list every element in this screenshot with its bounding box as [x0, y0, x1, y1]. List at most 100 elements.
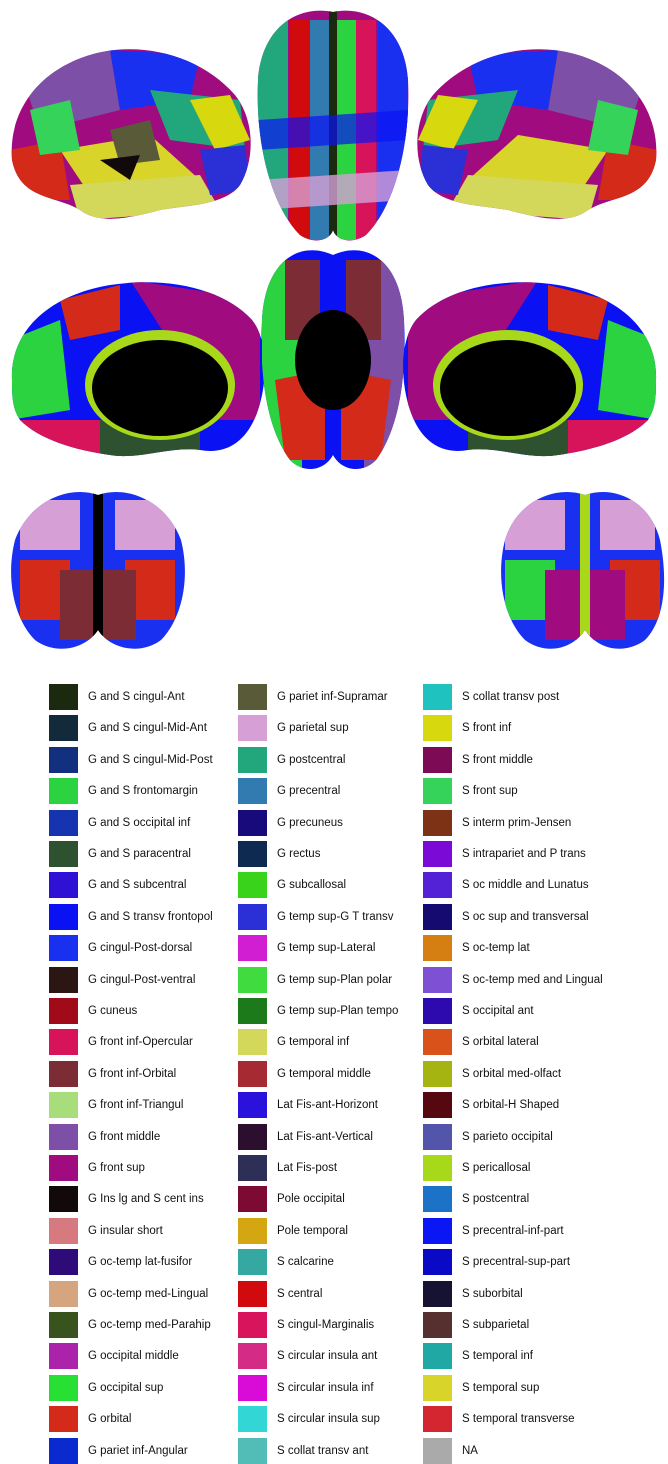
legend-swatch — [423, 904, 452, 930]
legend-swatch — [49, 747, 78, 773]
legend-label: G oc-temp med-Parahip — [88, 1318, 211, 1332]
legend-swatch — [238, 1155, 267, 1181]
legend-label: S cingul-Marginalis — [277, 1318, 374, 1332]
legend-swatch — [423, 1218, 452, 1244]
legend-swatch — [238, 935, 267, 961]
legend-item: G temporal inf — [238, 1029, 438, 1055]
legend-label: Lat Fis-post — [277, 1161, 337, 1175]
legend-item: S suborbital — [423, 1281, 623, 1307]
legend-label: G and S cingul-Mid-Ant — [88, 721, 207, 735]
legend-item: G cingul-Post-ventral — [49, 967, 249, 993]
legend-label: G temporal middle — [277, 1067, 371, 1081]
legend-label: S parieto occipital — [462, 1130, 553, 1144]
legend-swatch — [238, 1312, 267, 1338]
legend-swatch — [49, 1092, 78, 1118]
legend-label: G and S cingul-Ant — [88, 690, 185, 704]
legend-item: S circular insula sup — [238, 1406, 438, 1432]
legend-swatch — [423, 1186, 452, 1212]
legend-label: S front sup — [462, 784, 518, 798]
legend-label: G subcallosal — [277, 878, 346, 892]
legend-label: G temporal inf — [277, 1035, 349, 1049]
legend-label: Lat Fis-ant-Vertical — [277, 1130, 373, 1144]
legend-swatch — [238, 872, 267, 898]
legend-item: Lat Fis-post — [238, 1155, 438, 1181]
legend-item: S front sup — [423, 778, 623, 804]
legend-item: G front inf-Orbital — [49, 1061, 249, 1087]
legend-label: G front middle — [88, 1130, 160, 1144]
legend-swatch — [423, 1281, 452, 1307]
legend-label: G orbital — [88, 1412, 131, 1426]
legend-swatch — [423, 1343, 452, 1369]
legend-swatch — [423, 872, 452, 898]
legend-item: G temp sup-Plan tempo — [238, 998, 438, 1024]
legend-swatch — [423, 935, 452, 961]
legend-item: S collat transv post — [423, 684, 623, 710]
legend-swatch — [423, 810, 452, 836]
legend-item: G and S paracentral — [49, 841, 249, 867]
legend-label: G and S cingul-Mid-Post — [88, 753, 213, 767]
legend-label: Pole occipital — [277, 1192, 345, 1206]
legend-label: S temporal transverse — [462, 1412, 575, 1426]
legend-item: G pariet inf-Supramar — [238, 684, 438, 710]
legend-item: S pericallosal — [423, 1155, 623, 1181]
legend-item: G and S subcentral — [49, 872, 249, 898]
legend-item: S precentral-inf-part — [423, 1218, 623, 1244]
legend-label: S precentral-sup-part — [462, 1255, 570, 1269]
legend-label: S central — [277, 1287, 322, 1301]
legend-label: Pole temporal — [277, 1224, 348, 1238]
legend-swatch — [423, 778, 452, 804]
legend-item: G precuneus — [238, 810, 438, 836]
legend-label: S calcarine — [277, 1255, 334, 1269]
legend-swatch — [49, 1438, 78, 1464]
legend-label: G front inf-Triangul — [88, 1098, 183, 1112]
legend-item: S oc-temp lat — [423, 935, 623, 961]
legend-label: S temporal sup — [462, 1381, 539, 1395]
legend-label: G temp sup-Lateral — [277, 941, 375, 955]
legend-label: S orbital med-olfact — [462, 1067, 561, 1081]
legend-swatch — [423, 1249, 452, 1275]
legend-label: S collat transv ant — [277, 1444, 368, 1458]
legend-item: G oc-temp med-Parahip — [49, 1312, 249, 1338]
legend-label: S postcentral — [462, 1192, 529, 1206]
legend-label: G postcentral — [277, 753, 345, 767]
legend-item: G cingul-Post-dorsal — [49, 935, 249, 961]
legend-swatch — [49, 1218, 78, 1244]
legend-swatch — [423, 1312, 452, 1338]
legend-swatch — [49, 1312, 78, 1338]
legend-item: G front middle — [49, 1124, 249, 1150]
legend-swatch — [49, 841, 78, 867]
legend-item: S cingul-Marginalis — [238, 1312, 438, 1338]
legend-label: G cingul-Post-ventral — [88, 973, 195, 987]
legend-item: S front inf — [423, 715, 623, 741]
legend-item: S intrapariet and P trans — [423, 841, 623, 867]
legend-swatch — [238, 684, 267, 710]
legend-label: S occipital ant — [462, 1004, 534, 1018]
legend-swatch — [423, 841, 452, 867]
legend-item: G and S cingul-Ant — [49, 684, 249, 710]
legend-swatch — [49, 1029, 78, 1055]
legend-swatch — [49, 904, 78, 930]
legend-label: S oc middle and Lunatus — [462, 878, 589, 892]
legend-swatch — [238, 1124, 267, 1150]
legend-swatch — [423, 1438, 452, 1464]
legend-label: G occipital middle — [88, 1349, 179, 1363]
legend-label: G pariet inf-Supramar — [277, 690, 388, 704]
legend-item: G temp sup-Plan polar — [238, 967, 438, 993]
legend-item: S temporal transverse — [423, 1406, 623, 1432]
legend-item: S orbital med-olfact — [423, 1061, 623, 1087]
legend-item: G oc-temp med-Lingual — [49, 1281, 249, 1307]
legend-swatch — [238, 967, 267, 993]
legend-swatch — [49, 998, 78, 1024]
legend-label: S oc-temp med and Lingual — [462, 973, 603, 987]
legend-item: G temp sup-G T transv — [238, 904, 438, 930]
legend-label: G front inf-Opercular — [88, 1035, 193, 1049]
legend-item: G and S transv frontopol — [49, 904, 249, 930]
legend-swatch — [49, 684, 78, 710]
legend-item: S front middle — [423, 747, 623, 773]
legend-swatch — [49, 810, 78, 836]
legend-swatch — [238, 904, 267, 930]
legend-swatch — [238, 1281, 267, 1307]
brain-surface-views — [0, 0, 668, 660]
legend-item: G and S occipital inf — [49, 810, 249, 836]
legend-swatch — [238, 1218, 267, 1244]
